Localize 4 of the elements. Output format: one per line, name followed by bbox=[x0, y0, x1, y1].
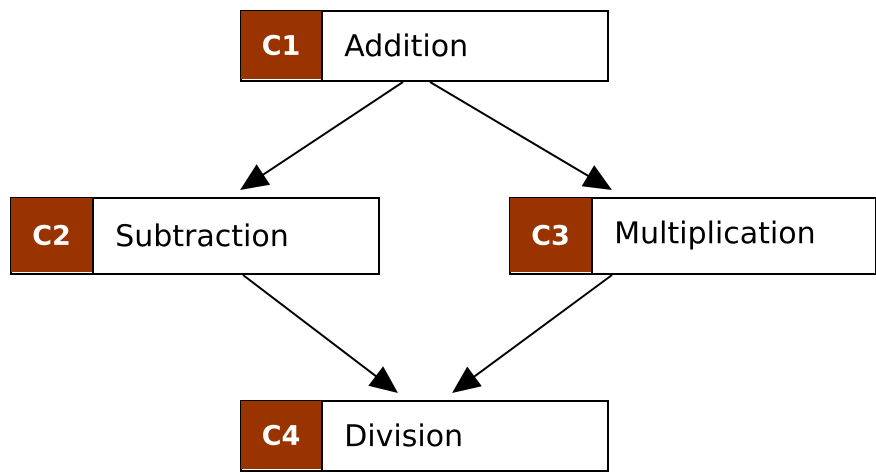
process-box: C3 Multiplication bbox=[509, 197, 876, 275]
process-box: C1 Addition bbox=[240, 10, 609, 82]
process-box: C2 Subtraction bbox=[10, 197, 380, 275]
process-box: C4 Division bbox=[240, 400, 609, 472]
